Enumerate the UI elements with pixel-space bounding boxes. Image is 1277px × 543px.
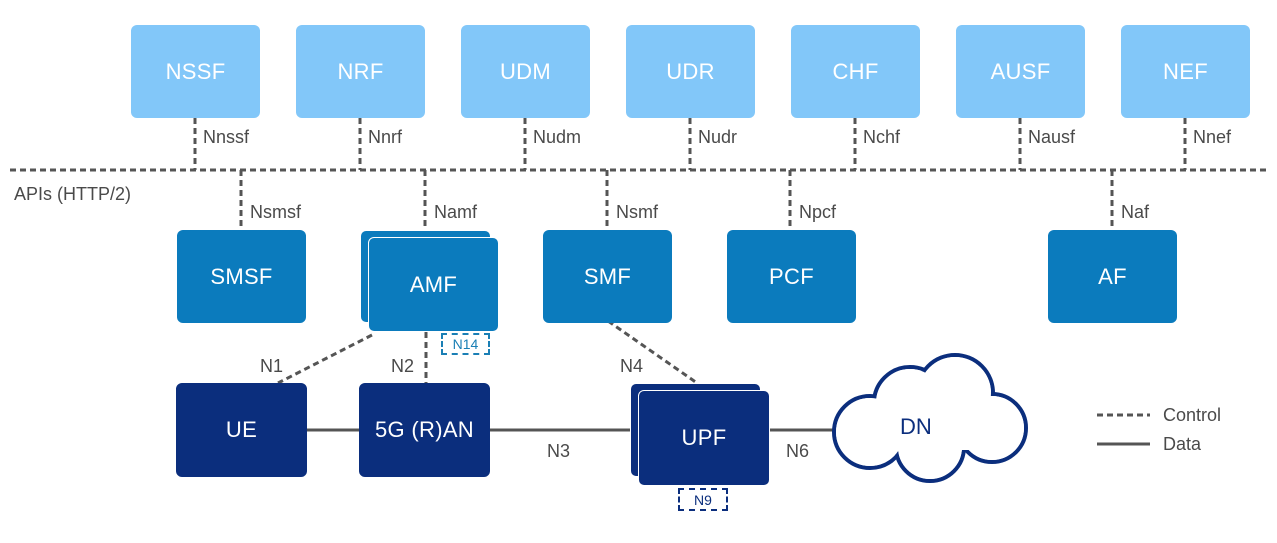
interface-nausf: Nausf [1028, 127, 1076, 147]
ref-point-n6: N6 [786, 441, 810, 461]
interface-naf: Naf [1121, 202, 1150, 222]
api-bus-label: APIs (HTTP/2) [14, 184, 132, 204]
ref-point-n3: N3 [547, 441, 571, 461]
ref-point-n9: N9 [678, 488, 728, 511]
nf-amf: AMF [368, 237, 499, 332]
nf-ue: UE [176, 383, 307, 477]
nf-nef: NEF [1121, 25, 1250, 118]
ref-point-n1: N1 [260, 356, 284, 376]
ref-point-n14: N14 [441, 333, 490, 355]
legend-data: Data [1163, 434, 1202, 454]
nf-ausf: AUSF [956, 25, 1085, 118]
nf-nrf: NRF [296, 25, 425, 118]
nf-nssf: NSSF [131, 25, 260, 118]
ref-point-n4: N4 [620, 356, 644, 376]
interface-nsmf: Nsmf [616, 202, 658, 222]
interface-nudm: Nudm [533, 127, 582, 147]
interface-nnrf: Nnrf [368, 127, 403, 147]
interface-namf: Namf [434, 202, 478, 222]
nf-upf: UPF [638, 390, 770, 486]
nf-chf: CHF [791, 25, 920, 118]
nf-smf: SMF [543, 230, 672, 323]
legend-control: Control [1163, 405, 1222, 425]
nf-udm: UDM [461, 25, 590, 118]
nf-ran: 5G (R)AN [359, 383, 490, 477]
dn-cloud [832, 353, 1028, 483]
dn-label: DN [900, 414, 932, 439]
interface-npcf: Npcf [799, 202, 837, 222]
nf-udr: UDR [626, 25, 755, 118]
nf-pcf: PCF [727, 230, 856, 323]
interface-nnef: Nnef [1193, 127, 1232, 147]
interface-nsmsf: Nsmsf [250, 202, 301, 222]
interface-nnssf: Nnssf [203, 127, 250, 147]
interface-nchf: Nchf [863, 127, 901, 147]
ref-point-n2: N2 [391, 356, 415, 376]
interface-nudr: Nudr [698, 127, 738, 147]
nf-af: AF [1048, 230, 1177, 323]
nf-smsf: SMSF [177, 230, 306, 323]
